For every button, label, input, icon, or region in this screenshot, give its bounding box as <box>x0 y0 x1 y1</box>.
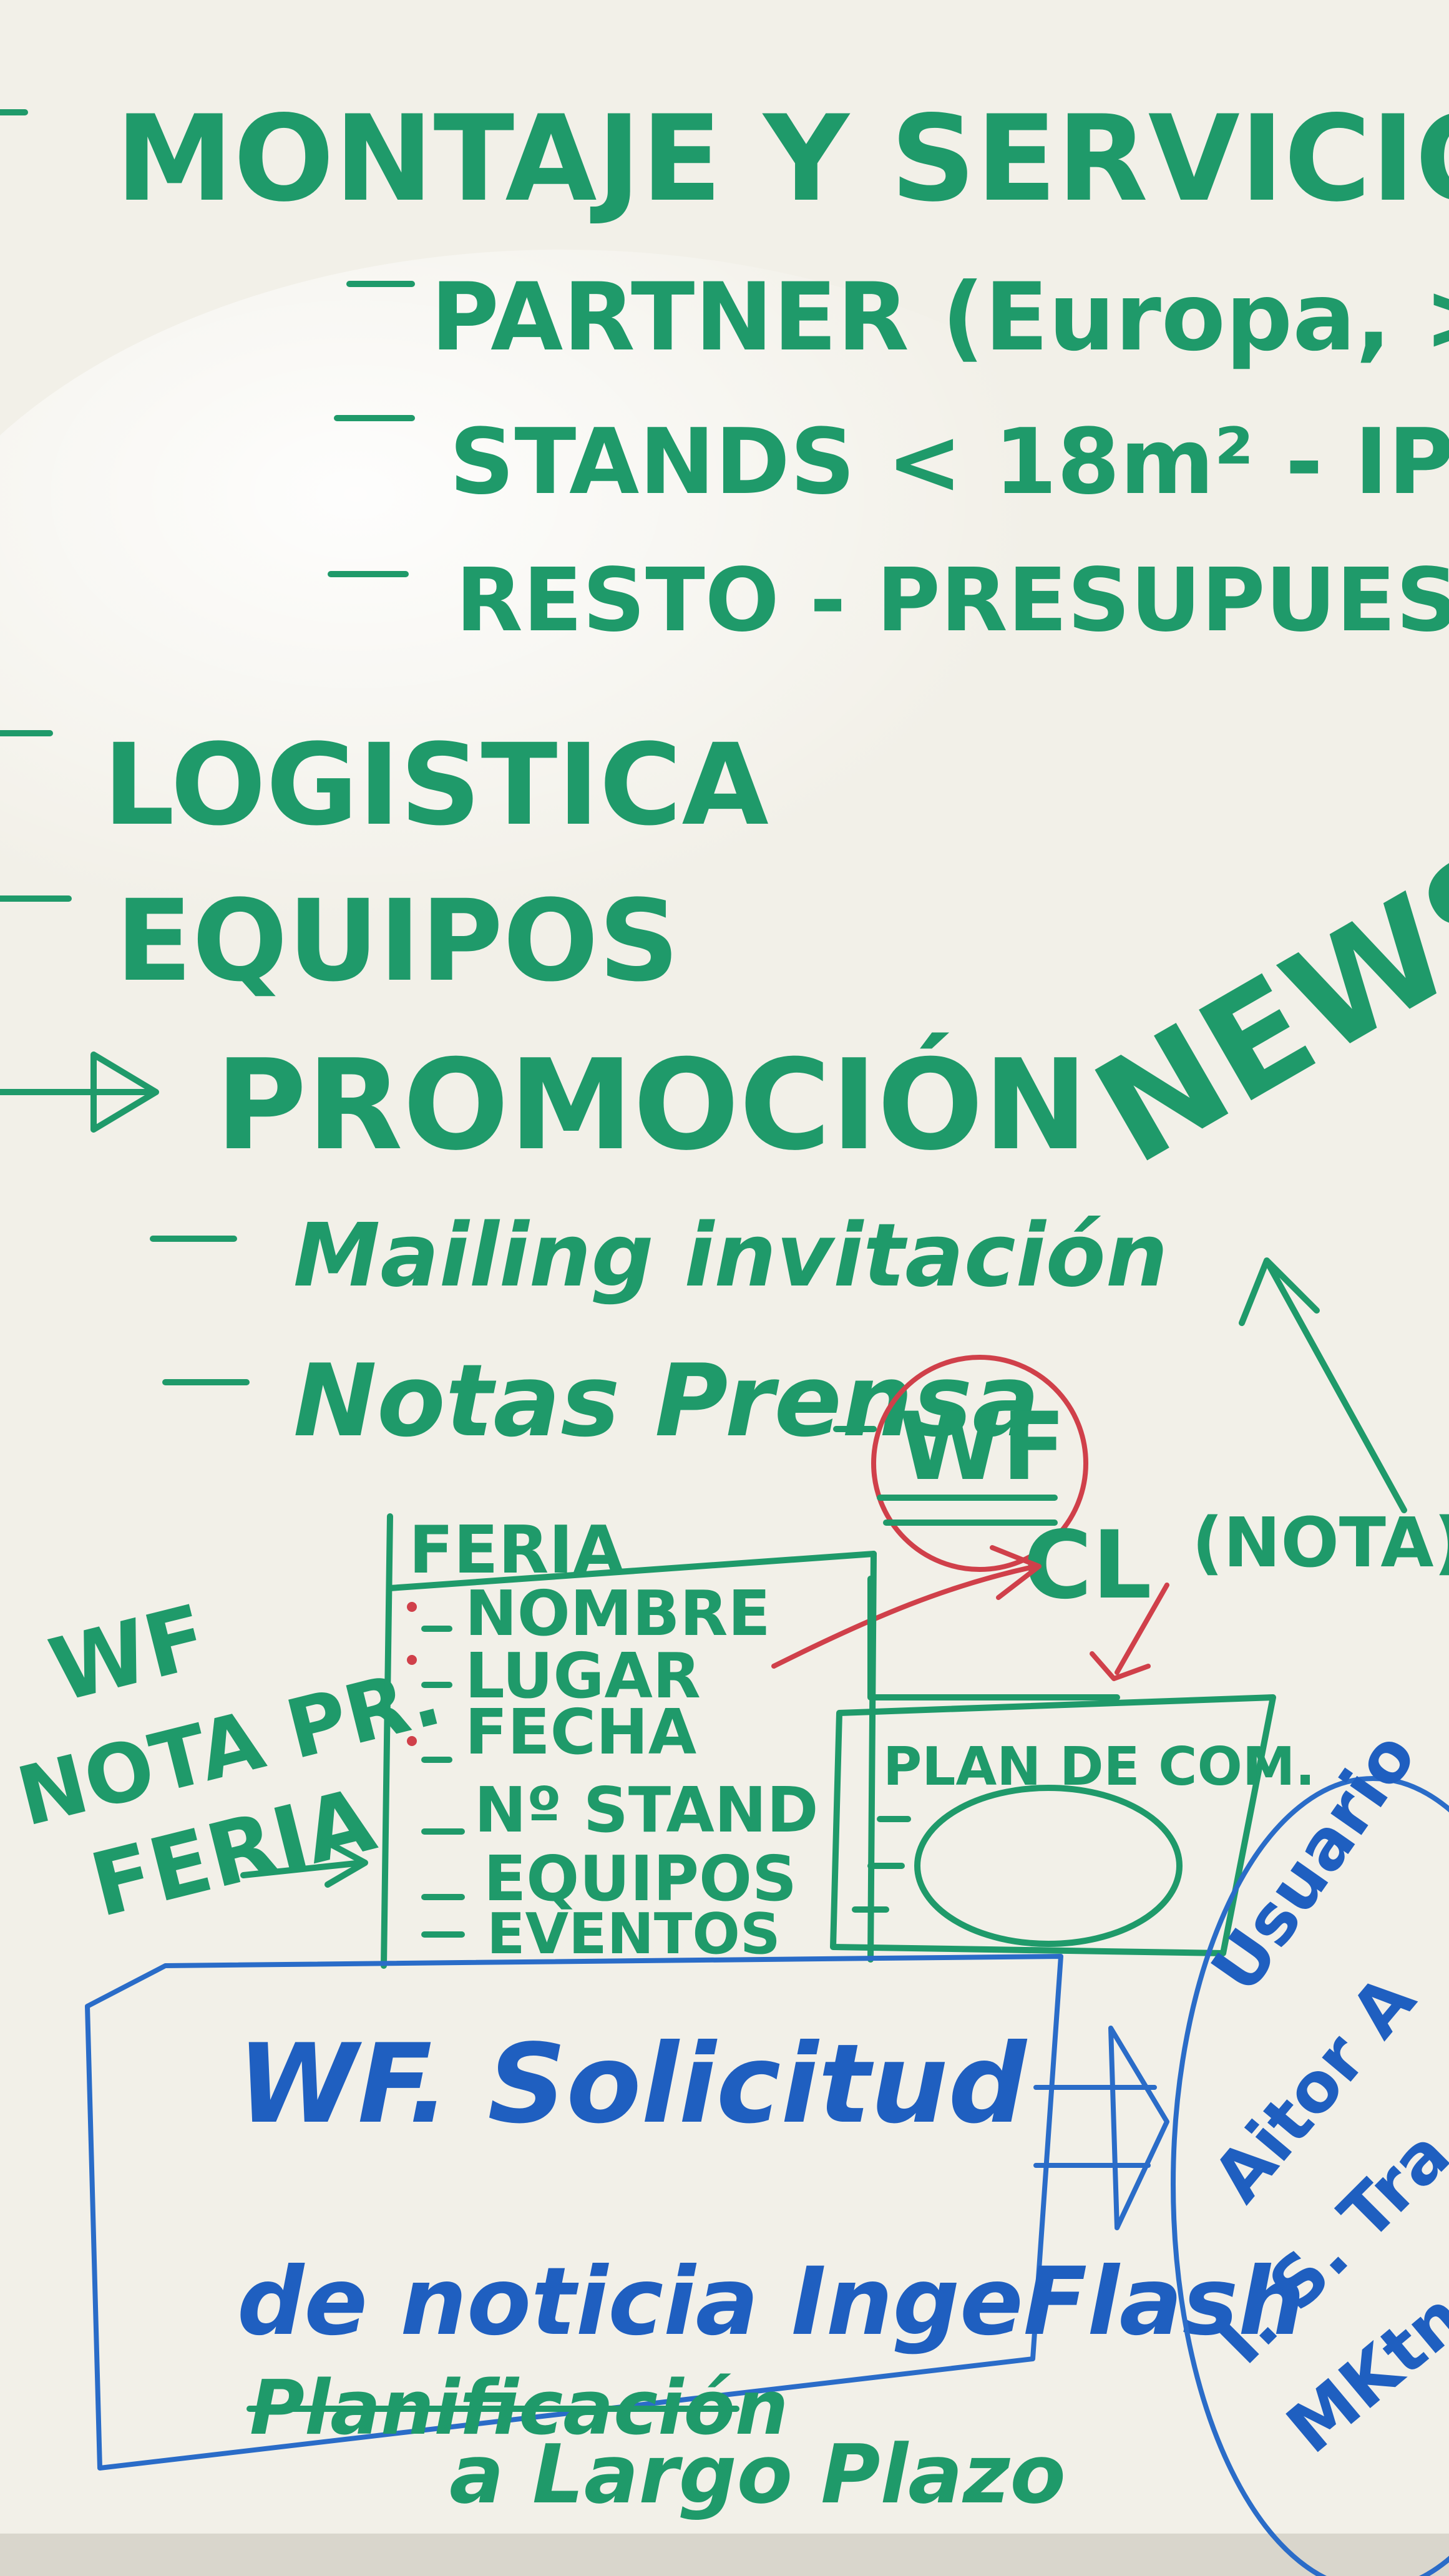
top-list: MONTAJE Y SERVICIOS PARTNER (Europa, >50… <box>0 90 1449 1459</box>
wf-circle: WF <box>833 1355 1088 1572</box>
sub-item-stands: STANDS < 18m² - IPT- <box>449 409 1449 515</box>
feria-field-eventos: EVENTOS <box>487 1901 781 1967</box>
blue-box: WF. Solicitud de noticia IngeFlash <box>85 1954 1305 2471</box>
arrow-icon <box>0 1051 159 1133</box>
nota-label: (NOTA) <box>1192 1503 1449 1583</box>
arrow-right-icon <box>240 1838 368 1888</box>
cl-label: CL <box>1023 1511 1152 1620</box>
sub-item-notas-prensa: Notas Prensa <box>293 1342 1040 1459</box>
bottom-note: Planificación a Largo Plazo <box>246 2365 1066 2522</box>
feria-field-nombre: NOMBRE <box>465 1577 771 1650</box>
connector-line <box>867 1576 1120 1700</box>
wf-circle-label: WF <box>899 1393 1066 1501</box>
feria-table-header: FERIA <box>409 1512 624 1588</box>
blue-box-line1: WF. Solicitud <box>237 2021 1028 2148</box>
sub-item-mailing: Mailing invitación <box>293 1205 1168 1307</box>
feria-table: FERIA NOMBRE LUGAR FECHA Nº STAND EQUIPO… <box>381 1512 877 1969</box>
plan-box: PLAN DE COM. <box>830 1694 1315 1956</box>
red-arrow-down-icon <box>1090 1583 1169 1681</box>
blue-arrow-icon <box>1033 2026 1169 2230</box>
feria-field-lugar: LUGAR <box>465 1639 701 1712</box>
arrow-up-icon <box>1239 1257 1407 1513</box>
feria-field-fecha: FECHA <box>465 1695 696 1769</box>
blue-box-line2: de noticia IngeFlash <box>237 2248 1305 2356</box>
feria-field-stand: Nº STAND <box>474 1773 818 1847</box>
plan-box-label: PLAN DE COM. <box>883 1736 1315 1798</box>
sub-item-partner: PARTNER (Europa, >50 <box>431 263 1449 372</box>
list-item-montaje: MONTAJE Y SERVICIOS <box>115 90 1449 228</box>
list-item-equipos: EQUIPOS <box>115 876 680 1007</box>
red-arrow-icon <box>771 1545 1042 1669</box>
bottom-note-text: a Largo Plazo <box>449 2427 1066 2522</box>
list-item-promocion: PROMOCIÓN <box>215 1032 1088 1178</box>
list-item-logistica: LOGISTICA <box>103 720 769 851</box>
red-circle-outline <box>871 1355 1088 1572</box>
board-bottom-edge <box>0 2534 1449 2576</box>
feria-field-equipos: EQUIPOS <box>484 1842 797 1915</box>
plan-oval <box>914 1785 1183 1947</box>
sub-item-resto: RESTO - PRESUPUESTO <box>456 550 1449 651</box>
